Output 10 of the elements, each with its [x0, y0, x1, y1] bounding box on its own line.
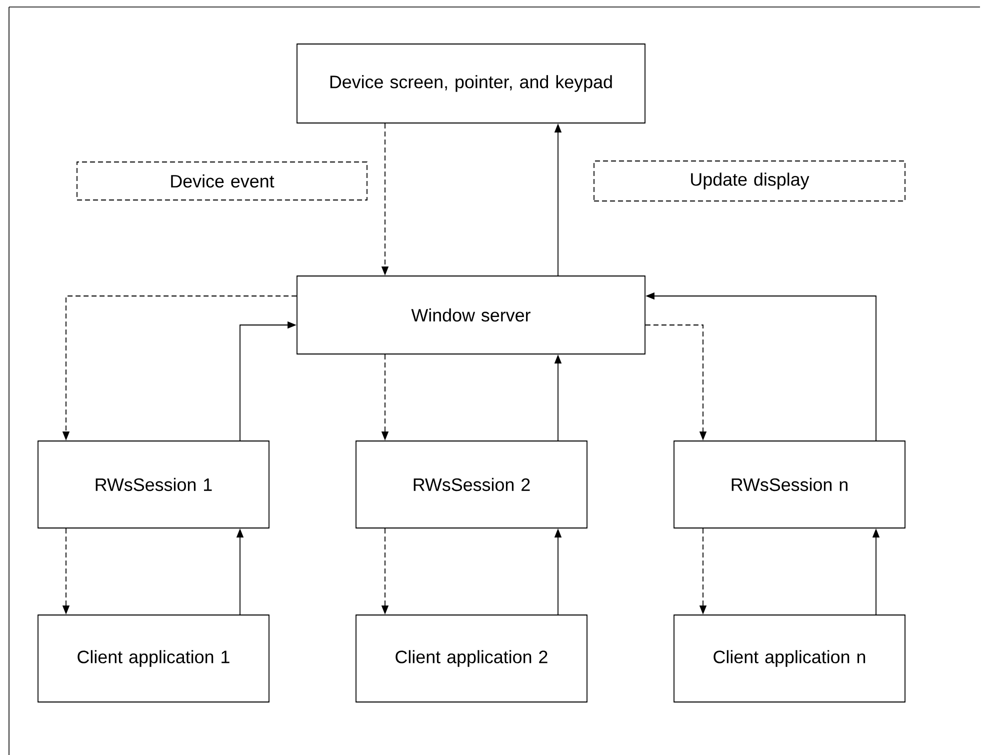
note-box: Device event	[76, 162, 368, 200]
client-box: Client application 2	[356, 614, 588, 702]
device-box: Device screen, pointer, and keypad	[296, 44, 646, 124]
note-box: Update display	[594, 160, 906, 202]
client-box: Client application 1	[38, 614, 270, 702]
session-box: RWsSession 2	[356, 440, 588, 528]
session-box: RWsSession n	[674, 440, 906, 528]
client-box: Client application n	[674, 614, 906, 702]
session-box: RWsSession 1	[38, 440, 270, 528]
server-box: Window server	[296, 276, 646, 354]
